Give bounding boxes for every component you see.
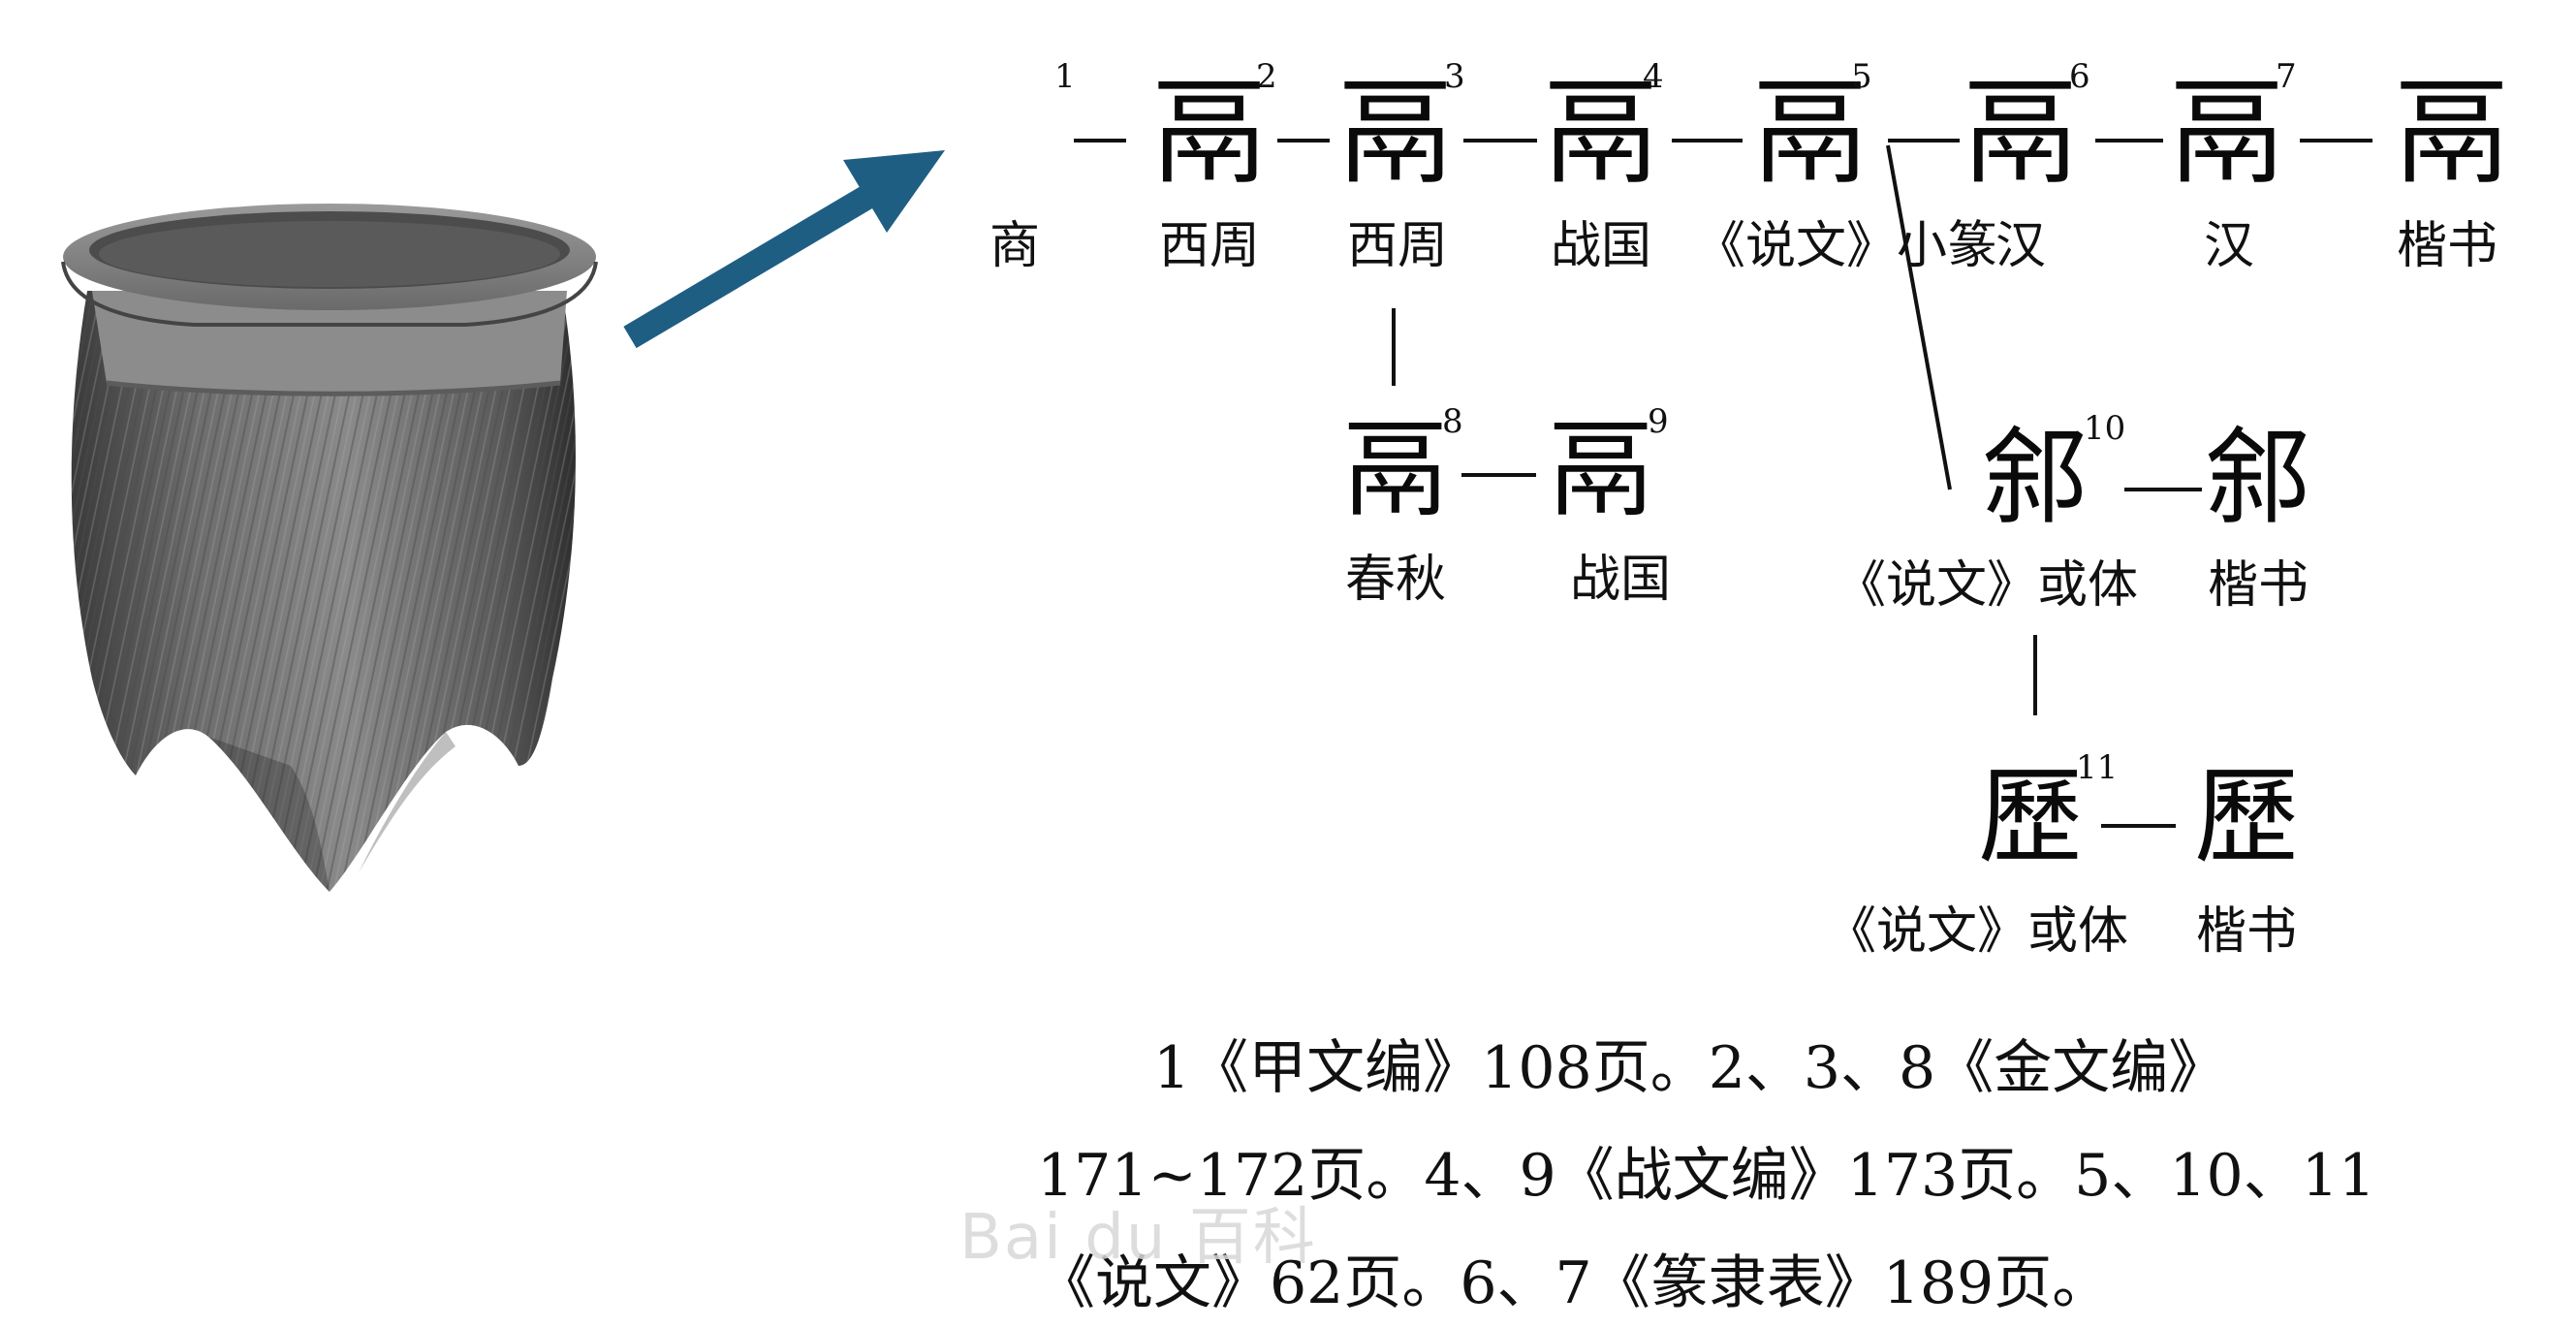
- ref-number: 8: [1442, 405, 1463, 438]
- ref-number: 11: [2076, 751, 2118, 784]
- ref-number: 6: [2069, 60, 2090, 93]
- glyph-kaishu: 鬲: [2395, 76, 2509, 190]
- glyph-chunqiu: 鬲: [1343, 419, 1448, 523]
- glyph-xizhou-2: 鬲: [1338, 76, 1453, 190]
- ref-number: 5: [1851, 60, 1872, 93]
- ref-number: 4: [1643, 60, 1664, 93]
- watermark: Bai du 百科: [959, 1187, 1317, 1277]
- period-label: 《说文》小篆: [1695, 221, 1997, 271]
- glyph-zhanguo-b: 鬲: [1549, 419, 1653, 523]
- glyph-kaishu-b: 䣄: [2206, 427, 2310, 531]
- period-label: 汉: [1995, 221, 2046, 271]
- period-label: 《说文》或体: [1826, 906, 2128, 957]
- glyph-xizhou-1: 鬲: [1152, 76, 1267, 190]
- ref-number: 7: [2276, 60, 2297, 93]
- period-label: 西周: [1347, 221, 1448, 271]
- glyph-kaishu-c: 歷: [2194, 766, 2299, 870]
- period-label: 汉: [2204, 221, 2254, 271]
- period-label: 春秋: [1345, 554, 1446, 605]
- period-label: 楷书: [2208, 560, 2309, 611]
- glyph-zhanguo: 鬲: [1544, 76, 1658, 190]
- ref-number: 2: [1256, 60, 1277, 93]
- period-label: 商: [990, 221, 1040, 271]
- period-label: 战国: [1551, 221, 1651, 271]
- ref-number: 3: [1444, 60, 1465, 93]
- period-label: 战国: [1570, 554, 1671, 605]
- glyph-shuowen-huoti-2: 歷: [1978, 766, 2083, 870]
- period-label: 西周: [1159, 221, 1260, 271]
- glyph-shuowen-huoti-1: 䣄: [1983, 427, 2088, 531]
- footnote-line: 1《甲文编》108页。2、3、8《金文编》: [1153, 1039, 2576, 1097]
- glyph-han-1: 鬲: [1963, 76, 2078, 190]
- period-label: 楷书: [2196, 906, 2297, 957]
- connector-line: [1888, 145, 1950, 490]
- ref-number: 10: [2084, 412, 2125, 445]
- period-label: 楷书: [2397, 221, 2497, 271]
- glyph-han-2: 鬲: [2170, 76, 2284, 190]
- ref-number: 1: [1054, 60, 1076, 93]
- ref-number: 9: [1648, 405, 1669, 438]
- period-label: 《说文》或体: [1836, 560, 2138, 611]
